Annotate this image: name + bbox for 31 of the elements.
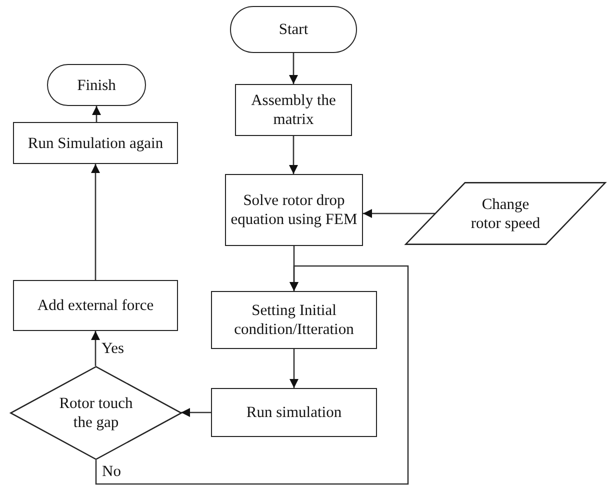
process-box [13, 280, 178, 331]
edge-label: No [102, 463, 121, 481]
process-box [211, 291, 377, 349]
node-label: Run simulation [245, 403, 343, 422]
process-box [225, 174, 363, 246]
node-label: Add external force [36, 296, 155, 315]
node-label: Assembly the matrix [250, 91, 337, 129]
node-label: Finish [76, 76, 117, 94]
arrow [289, 136, 298, 174]
arrow [92, 106, 101, 122]
arrow [95, 265, 409, 485]
node-label: Solve rotor drop equation using FEM [230, 191, 358, 229]
node-label: Run Simulation again [26, 134, 164, 152]
arrow [289, 53, 298, 84]
node-label: Change rotor speed [470, 194, 542, 232]
arrow [91, 164, 100, 280]
finish-terminal [47, 64, 146, 106]
arrow [181, 408, 211, 417]
input-parallelogram [405, 182, 606, 245]
arrow [363, 209, 435, 218]
edge-label: Yes [102, 340, 124, 358]
process-box [13, 122, 178, 164]
node-label: Start [278, 20, 310, 39]
node-label: Setting Initial condition/Itteration [233, 301, 355, 339]
arrow [91, 331, 100, 366]
process-box [211, 388, 377, 437]
start-terminal [230, 6, 357, 53]
process-box [235, 84, 352, 136]
decision-diamond [10, 366, 182, 460]
arrow [290, 349, 298, 388]
node-label: Rotor touch the gap [58, 394, 134, 432]
